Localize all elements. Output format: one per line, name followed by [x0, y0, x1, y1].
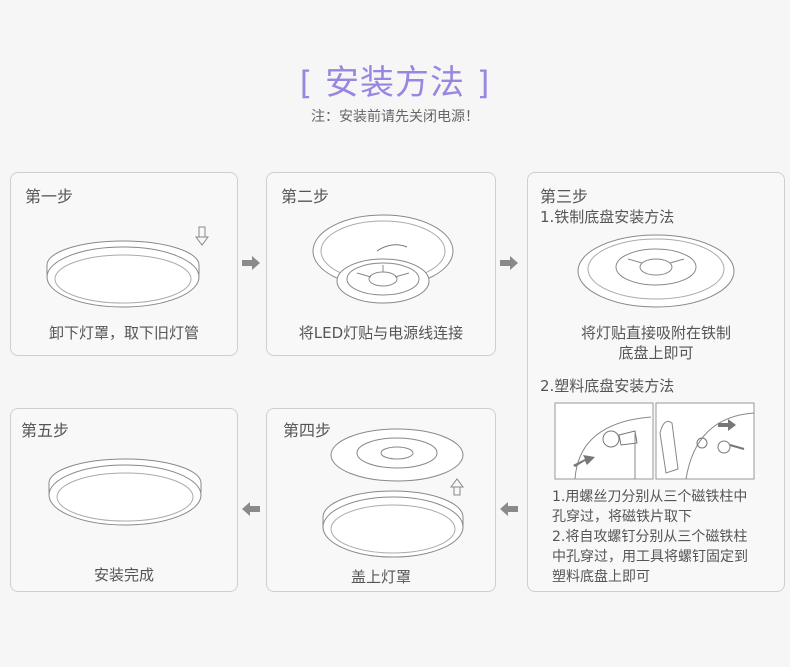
method2-line5: 塑料底盘上即可 [552, 569, 650, 585]
step5-card: 第五步 安装完成 [10, 408, 238, 592]
arrow-right-icon [242, 256, 260, 270]
method2-line2: 孔穿过，将磁铁片取下 [552, 509, 692, 525]
page-title: [ 安装方法 ] [0, 55, 790, 104]
step4-label: 第四步 [283, 421, 332, 440]
title-bracket-open: [ [299, 64, 314, 102]
arrow-right-icon [500, 256, 518, 270]
title-bracket-close: ] [476, 64, 491, 102]
step4-caption: 盖上灯罩 [350, 568, 411, 586]
screwdriver-illustration [554, 402, 654, 480]
method1-caption-line1: 将灯贴直接吸附在铁制 [580, 324, 731, 342]
method2-title: 2.塑料底盘安装方法 [540, 377, 675, 395]
step5-lamp-illustration [48, 458, 202, 526]
arrow-left-icon [500, 502, 518, 516]
step2-connect-illustration [312, 214, 454, 304]
step2-caption: 将LED灯贴与电源线连接 [298, 324, 464, 342]
step5-caption: 安装完成 [93, 566, 154, 584]
method1-title: 1.铁制底盘安装方法 [540, 208, 675, 226]
step1-caption: 卸下灯罩，取下旧灯管 [48, 324, 199, 342]
safety-note: 注：安装前请先关闭电源！ [311, 109, 479, 125]
step1-card: 第一步 卸下灯罩，取下旧灯管 [10, 172, 238, 356]
step5-label: 第五步 [21, 421, 70, 440]
step4-cover-illustration [322, 428, 464, 558]
step1-lamp-illustration [46, 226, 209, 308]
method2-line1: 1.用螺丝刀分别从三个磁铁柱中 [552, 489, 748, 505]
method1-caption-line2: 底盘上即可 [618, 344, 694, 362]
down-arrow-icon [195, 226, 209, 246]
step1-label: 第一步 [25, 187, 74, 206]
step4-card: 第四步 盖上灯罩 [266, 408, 496, 592]
method2-line4: 中孔穿过，用工具将螺钉固定到 [552, 549, 748, 565]
step3-card: 第三步 1.铁制底盘安装方法 将灯贴直接吸附在铁制 底盘上即可 2.塑料底盘安装… [527, 172, 785, 592]
arrow-left-icon [242, 502, 260, 516]
title-text: 安装方法 [325, 63, 465, 103]
method2-line3: 2.将自攻螺钉分别从三个磁铁柱 [552, 529, 748, 545]
step2-card: 第二步 将LED灯贴与电源线连接 [266, 172, 496, 356]
step3-iron-illustration [577, 234, 735, 308]
up-arrow-icon [450, 478, 464, 496]
step3-label: 第三步 [540, 187, 589, 206]
screw-fix-illustration [655, 402, 755, 480]
step2-label: 第二步 [281, 187, 330, 206]
